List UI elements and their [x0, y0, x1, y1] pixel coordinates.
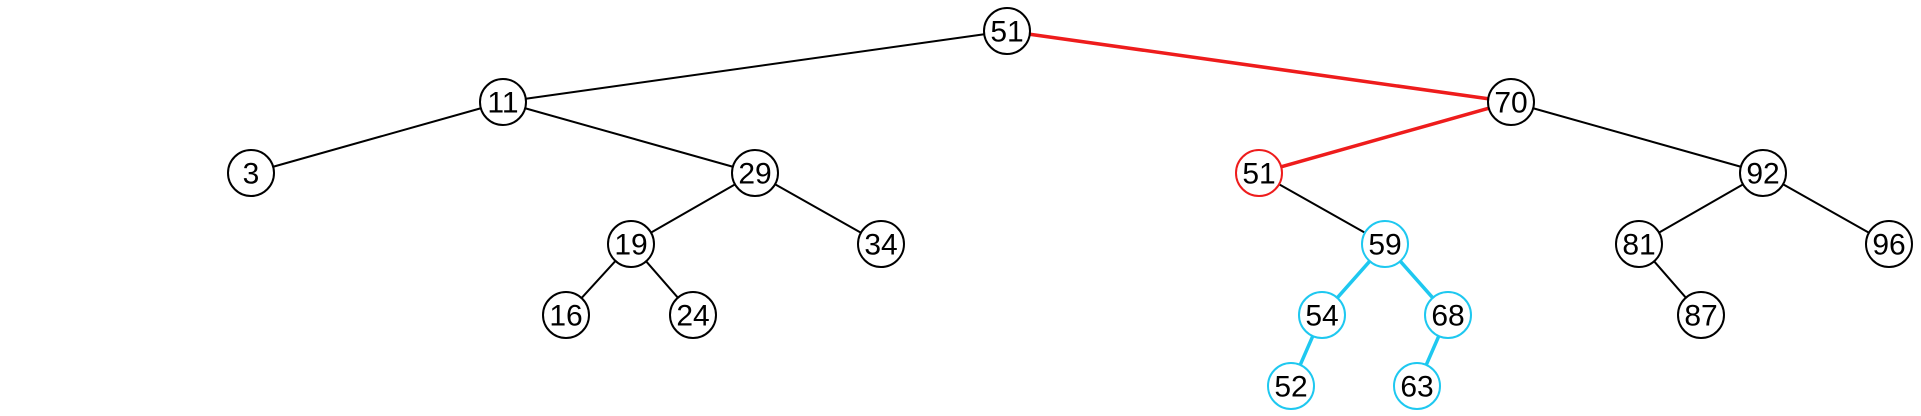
tree-edge-n81-n87 — [1653, 260, 1687, 299]
tree-node-circle — [1677, 291, 1725, 339]
tree-node: 51 — [1235, 149, 1283, 197]
tree-node: 24 — [669, 291, 717, 339]
tree-node-label: 3 — [243, 158, 260, 191]
tree-node-circle — [227, 149, 275, 197]
tree-node: 63 — [1393, 362, 1441, 410]
tree-node-label: 52 — [1274, 371, 1307, 404]
tree-edge-n92-n96 — [1782, 183, 1870, 234]
tree-node: 19 — [607, 220, 655, 268]
tree-node-label: 87 — [1684, 300, 1717, 333]
tree-edge-n11-n29 — [524, 107, 734, 168]
tree-edge-n70-n51dup — [1279, 106, 1491, 169]
tree-node-circle — [1487, 78, 1535, 126]
tree-node-circle — [1615, 220, 1663, 268]
tree-node-circle — [1298, 291, 1346, 339]
tree-edge-n70-n92 — [1532, 107, 1742, 168]
tree-node-circle — [731, 149, 779, 197]
tree-node-label: 92 — [1746, 158, 1779, 191]
tree-edges — [272, 32, 1870, 367]
tree-node-label: 70 — [1494, 87, 1527, 120]
tree-node: 52 — [1267, 362, 1315, 410]
tree-node-label: 59 — [1368, 229, 1401, 262]
tree-node: 92 — [1739, 149, 1787, 197]
tree-node: 54 — [1298, 291, 1346, 339]
tree-node-circle — [542, 291, 590, 339]
tree-node-circle — [1235, 149, 1283, 197]
tree-node-circle — [983, 7, 1031, 55]
tree-node-circle — [1393, 362, 1441, 410]
tree-node-label: 51 — [1242, 158, 1275, 191]
tree-node-circle — [1865, 220, 1913, 268]
tree-node-circle — [1361, 220, 1409, 268]
tree-node-label: 51 — [990, 16, 1023, 49]
tree-edge-n11-n3 — [272, 107, 482, 168]
tree-node-circle — [479, 78, 527, 126]
tree-edge-n92-n81 — [1657, 183, 1745, 234]
tree-node: 29 — [731, 149, 779, 197]
tree-node-label: 16 — [549, 300, 582, 333]
tree-edge-n51dup-n59 — [1278, 183, 1366, 234]
tree-node-label: 24 — [676, 300, 709, 333]
tree-node: 70 — [1487, 78, 1535, 126]
tree-node: 87 — [1677, 291, 1725, 339]
tree-node-label: 34 — [864, 229, 897, 262]
tree-nodes: 51 11 70 3 29 51 92 19 34 59 81 96 16 24 54 68 87 52 63 — [227, 7, 1913, 410]
tree-node-circle — [1267, 362, 1315, 410]
tree-node: 59 — [1361, 220, 1409, 268]
tree-node-circle — [607, 220, 655, 268]
tree-node-circle — [1424, 291, 1472, 339]
tree-edge-n19-n16 — [580, 259, 617, 300]
tree-node-label: 68 — [1431, 300, 1464, 333]
tree-node-label: 96 — [1872, 229, 1905, 262]
tree-node: 68 — [1424, 291, 1472, 339]
tree-edge-n59-n54 — [1335, 259, 1372, 300]
tree-node-label: 29 — [738, 158, 771, 191]
tree-node: 16 — [542, 291, 590, 339]
tree-node: 11 — [479, 78, 527, 126]
tree-edge-n29-n19 — [649, 183, 737, 234]
tree-node-circle — [857, 220, 905, 268]
tree-node: 81 — [1615, 220, 1663, 268]
tree-node: 3 — [227, 149, 275, 197]
tree-edge-n68-n63 — [1424, 334, 1441, 367]
tree-node-label: 19 — [614, 229, 647, 262]
tree-edge-n19-n24 — [645, 260, 679, 299]
tree-edge-n54-n52 — [1298, 334, 1315, 367]
tree-node-circle — [1739, 149, 1787, 197]
tree-node-label: 63 — [1400, 371, 1433, 404]
tree-node: 96 — [1865, 220, 1913, 268]
tree-node-label: 81 — [1622, 229, 1655, 262]
tree-edge-n51root-n11 — [524, 33, 986, 100]
tree-node-label: 11 — [487, 87, 518, 120]
tree-node: 34 — [857, 220, 905, 268]
tree-edge-n51root-n70 — [1028, 32, 1490, 101]
tree-node: 51 — [983, 7, 1031, 55]
tree-edge-n29-n34 — [774, 183, 862, 234]
tree-edge-n59-n68 — [1398, 259, 1435, 300]
tree-node-label: 54 — [1305, 300, 1338, 333]
tree-node-circle — [669, 291, 717, 339]
